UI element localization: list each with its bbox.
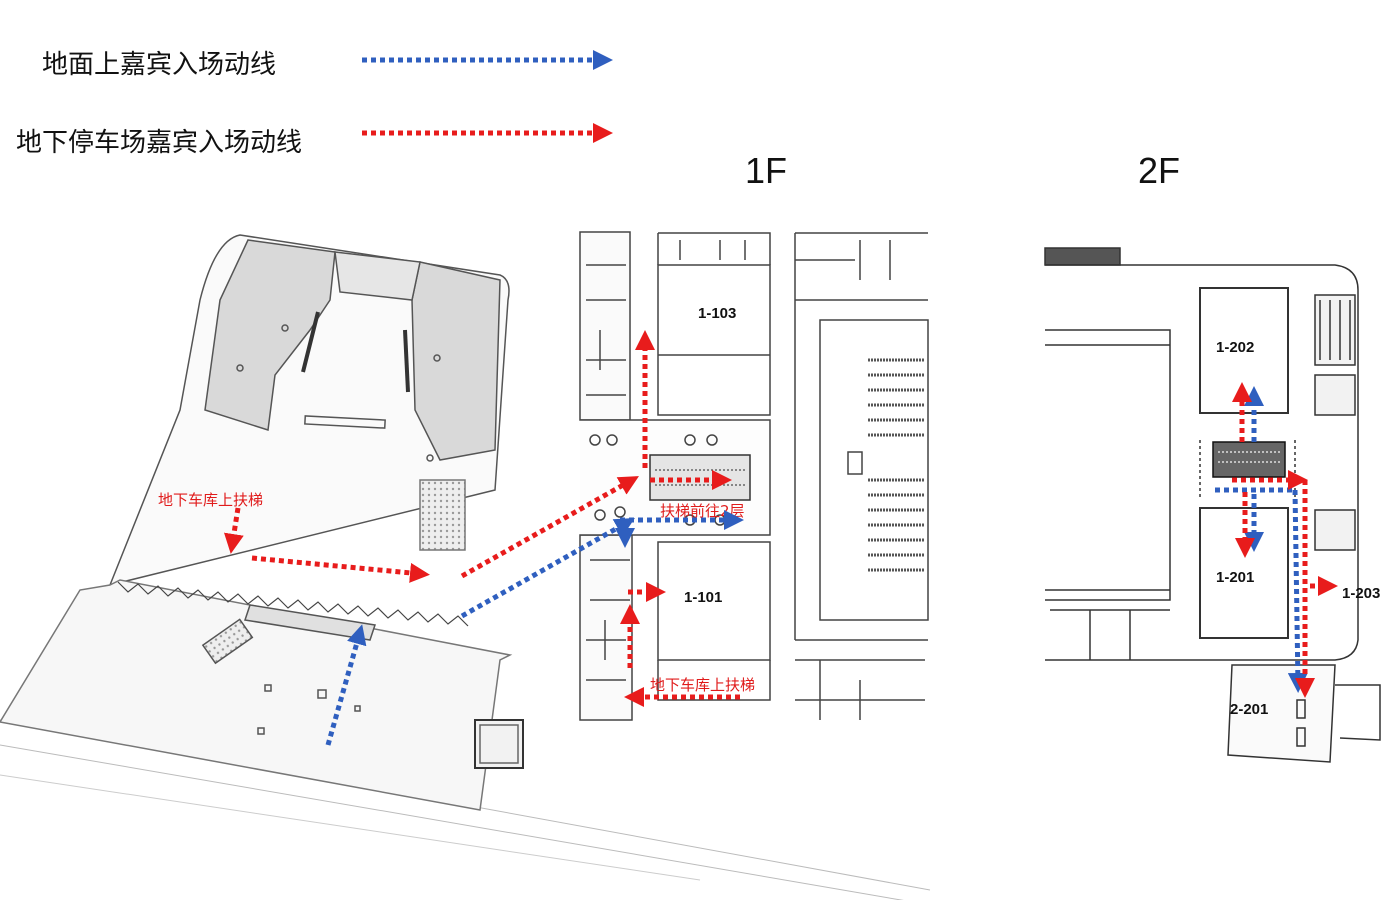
note-garage-escalator-bottom: 地下车库上扶梯	[650, 676, 755, 694]
room-2-201: 2-201	[1230, 701, 1268, 718]
room-1-101: 1-101	[684, 589, 722, 606]
floor-title-1f: 1F	[745, 150, 788, 191]
room-1-203: 1-203	[1342, 585, 1380, 602]
red-arrow-garage-east	[251, 555, 430, 583]
legend-parking-label: 地下停车场嘉宾入场动线	[16, 128, 303, 158]
note-garage-escalator-left: 地下车库上扶梯	[158, 491, 263, 509]
blue-arrow-2f-south	[1287, 489, 1308, 693]
parking-guest-route	[223, 330, 1338, 707]
red-arrow-to-escalator	[460, 476, 639, 579]
blue-arrow-to-lobby	[460, 518, 635, 619]
room-1-202: 1-202	[1216, 339, 1254, 356]
note-escalator-to-2f: 扶梯前往2层	[660, 502, 745, 520]
building-plan-2f	[1044, 247, 1381, 763]
floor-title-2f: 2F	[1138, 150, 1181, 191]
ground-guest-route	[325, 386, 1308, 746]
room-1-201: 1-201	[1216, 569, 1254, 586]
building-plan-1f	[579, 231, 929, 721]
red-arrow-garage-down	[223, 507, 244, 554]
blue-arrow-plaza-up	[325, 624, 367, 746]
legend-ground-label: 地面上嘉宾入场动线	[42, 50, 277, 80]
site-plan-1f	[0, 234, 931, 900]
room-1-103: 1-103	[698, 305, 736, 322]
